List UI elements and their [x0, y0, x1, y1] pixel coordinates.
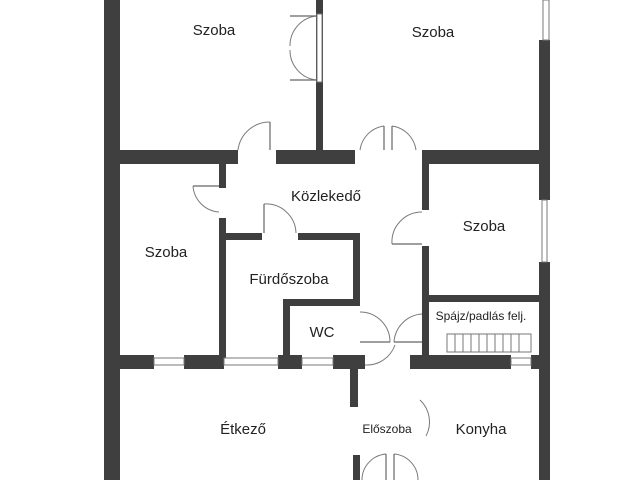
wall-spajz-top: [429, 295, 539, 302]
wall-szoba-right-left: [422, 150, 429, 210]
outer-wall-right-lower: [539, 262, 550, 480]
wall-szoba-right-left-2: [422, 246, 429, 362]
door-top-divider-arc-1: [289, 15, 317, 47]
stairs-outline: [446, 333, 532, 353]
wall-bath-top-a: [226, 233, 262, 240]
door-furdo-arc: [263, 203, 297, 234]
room-label-wc: WC: [310, 324, 335, 341]
room-label-szoba-left: Szoba: [145, 244, 188, 261]
room-label-konyha: Konyha: [456, 421, 508, 438]
room-label-szoba-top-right: Szoba: [412, 24, 455, 41]
wall-h355-d: [333, 355, 365, 369]
window-right-room: [541, 199, 548, 263]
wall-h355-a: [120, 355, 154, 369]
wall-h150-a: [120, 150, 238, 164]
stairs: [446, 333, 532, 353]
room-label-spajz: Spájz/padlás felj.: [436, 309, 527, 323]
wall-wc-left: [283, 299, 290, 362]
wall-bath-top-b: [298, 233, 360, 240]
outer-wall-left: [104, 0, 120, 480]
wall-h355-f: [531, 355, 550, 369]
room-label-etkezo: Étkező: [220, 421, 266, 438]
door-wc-arc: [359, 311, 391, 343]
door-szoba-right-arc: [391, 211, 423, 245]
window-h355-a: [153, 357, 185, 366]
room-labels: Szoba Szoba Közlekedő Szoba Szoba Fürdős…: [145, 22, 527, 438]
wall-h150-c: [422, 150, 550, 164]
wall-kozlekedo-left-2: [219, 218, 226, 362]
wall-eloszoba-left-2: [353, 455, 360, 480]
window-top-right: [542, 0, 550, 41]
windows: [153, 0, 550, 366]
room-label-kozlekedo: Közlekedő: [291, 188, 361, 205]
wall-wc-top: [283, 299, 360, 306]
room-label-szoba-top-left: Szoba: [193, 22, 236, 39]
door-szoba-tr-arc-1: [359, 125, 385, 151]
outer-wall-right-upper: [539, 40, 550, 200]
window-h355-d: [510, 357, 532, 366]
wall-h355-c: [278, 355, 302, 369]
door-entry-arc-1: [361, 453, 387, 480]
window-h355-c: [301, 357, 334, 366]
room-label-furdoszoba: Fürdőszoba: [249, 271, 329, 288]
window-top-divider: [316, 13, 323, 83]
doors: [192, 15, 430, 480]
wall-bath-right: [353, 233, 360, 306]
room-label-szoba-right: Szoba: [463, 218, 506, 235]
door-spajz-arc: [393, 313, 423, 343]
door-konyha-arc: [419, 399, 430, 437]
window-h355-b: [223, 357, 279, 366]
wall-h355-e: [410, 355, 511, 369]
walls: [104, 0, 550, 480]
door-szoba-tl-arc: [237, 121, 271, 151]
wall-eloszoba-left: [350, 369, 358, 407]
wall-h355-b: [184, 355, 224, 369]
door-top-divider-arc-2: [289, 49, 317, 81]
door-eloszoba-arc: [364, 344, 396, 366]
room-label-eloszoba: Előszoba: [362, 422, 412, 436]
door-szoba-tr-arc-2: [391, 125, 417, 151]
wall-kozlekedo-left: [219, 164, 226, 188]
wall-h150-b: [276, 150, 355, 164]
wall-top-divider-stub: [316, 0, 323, 14]
door-szoba-left-arc: [192, 185, 220, 213]
door-entry-arc-2: [393, 453, 419, 480]
